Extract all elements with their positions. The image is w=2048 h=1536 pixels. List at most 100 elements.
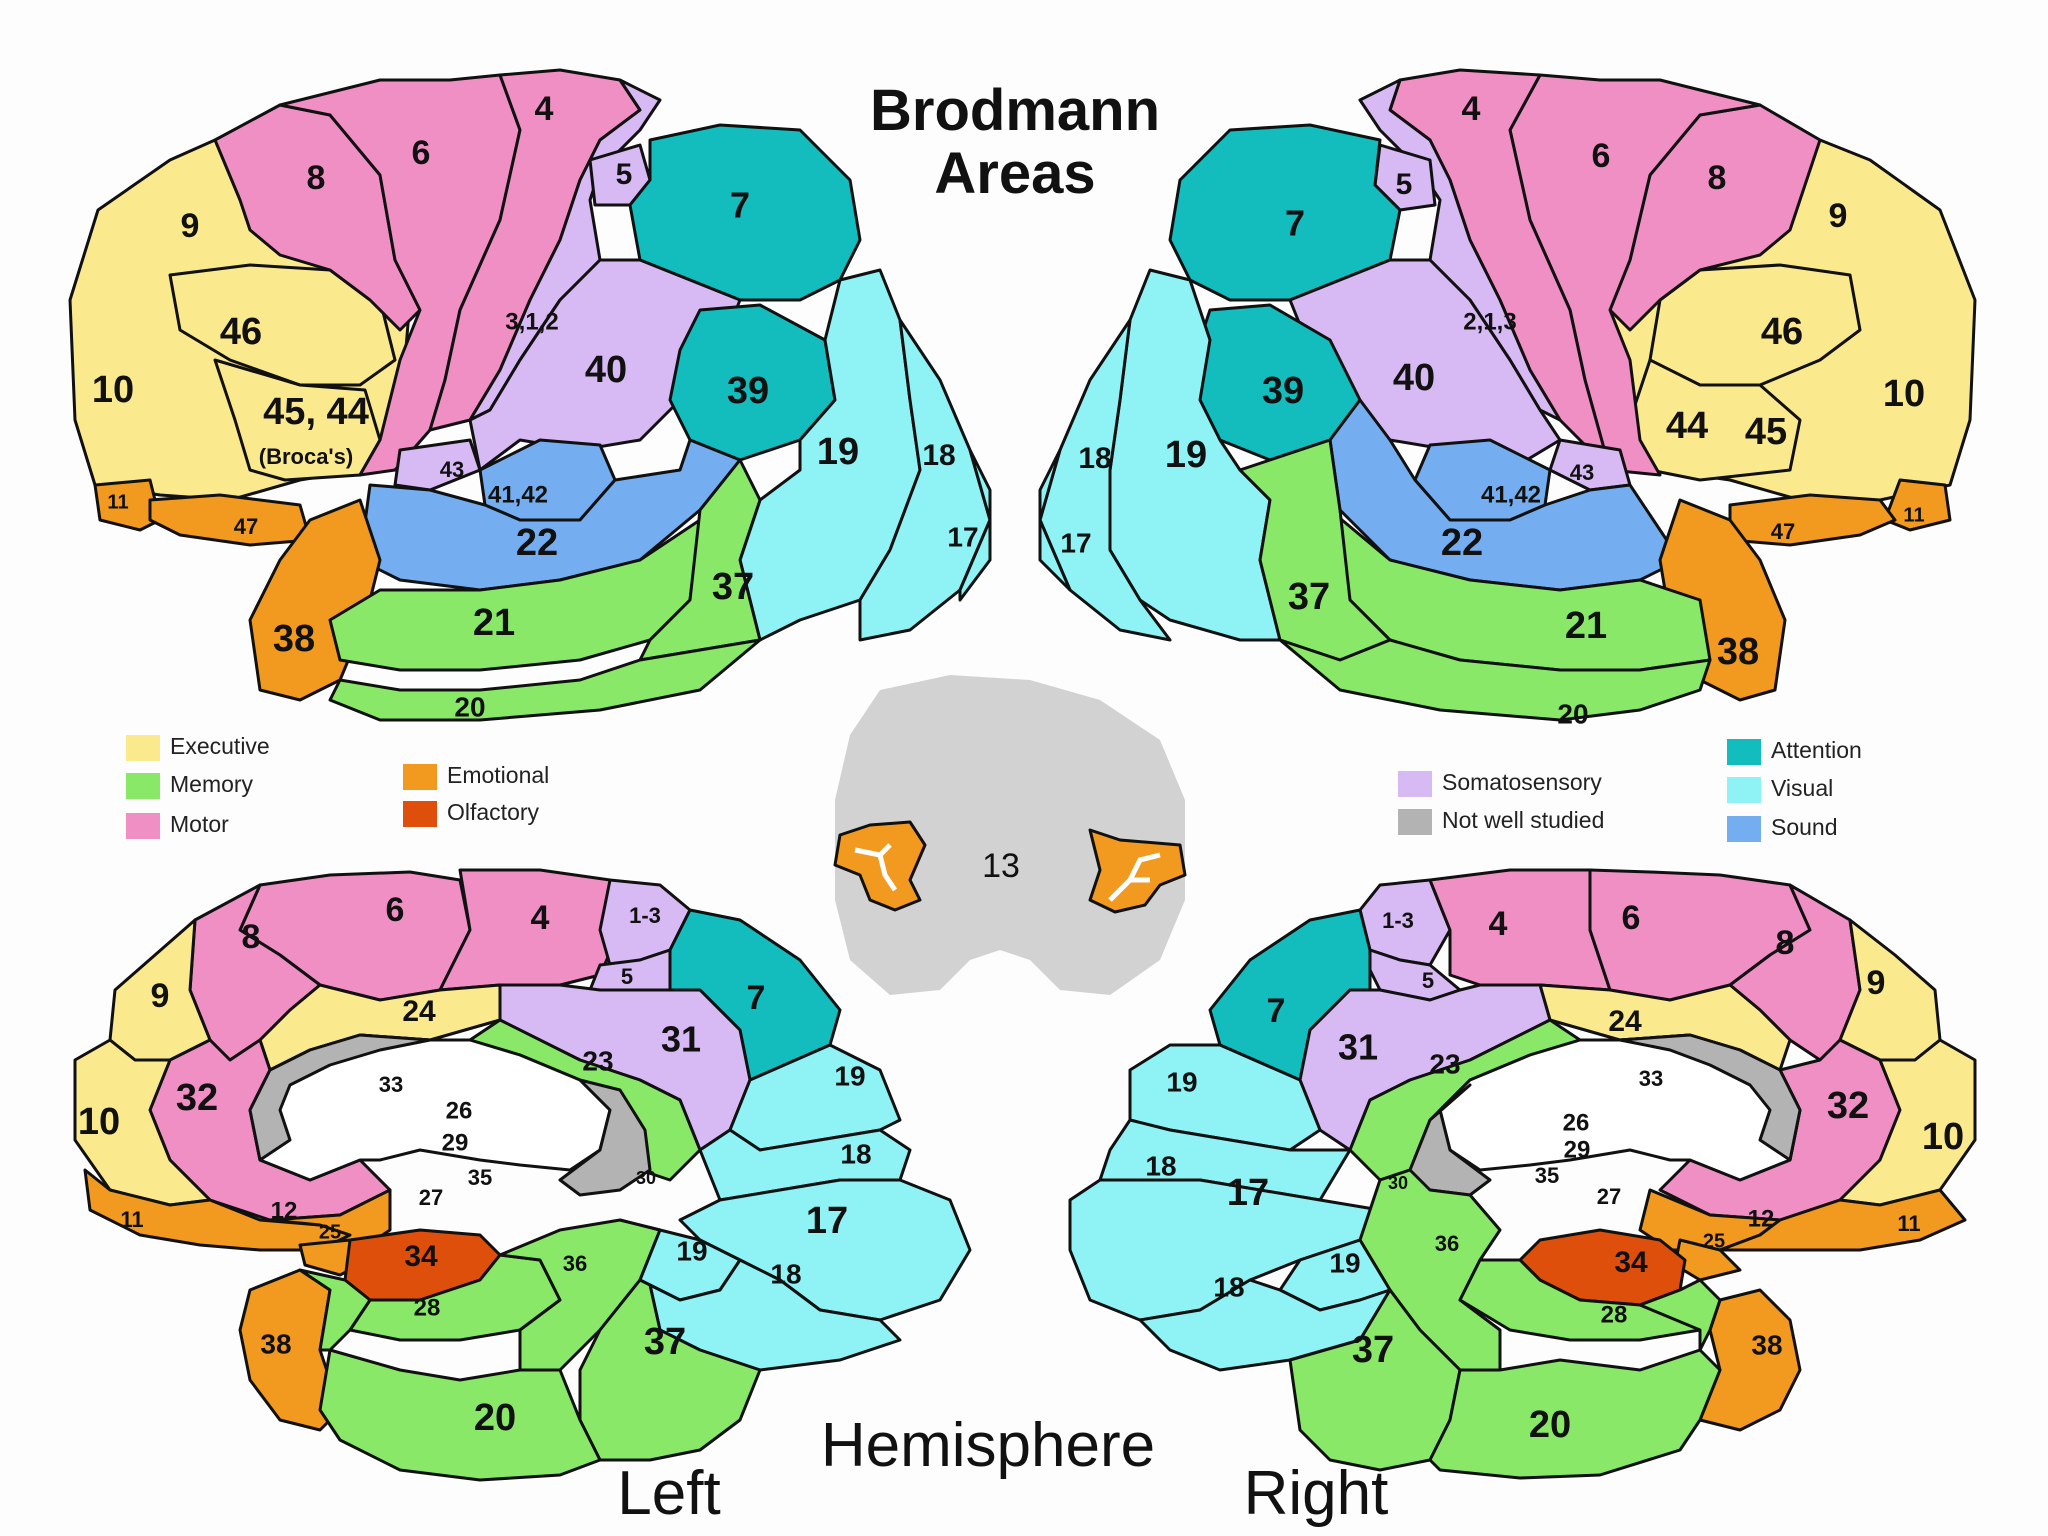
region-22 xyxy=(358,438,742,592)
region-4 xyxy=(1428,868,1612,992)
label-26: 26 xyxy=(446,1097,473,1124)
label-32: 32 xyxy=(1827,1085,1869,1127)
insula-right-orange xyxy=(1088,828,1187,914)
label-30: 30 xyxy=(1388,1173,1408,1193)
label-19: 19 xyxy=(1165,434,1207,476)
title-line2: Areas xyxy=(934,141,1095,206)
label-20: 20 xyxy=(454,691,485,722)
label-21: 21 xyxy=(1565,605,1607,647)
label-10: 10 xyxy=(78,1101,120,1143)
region-20 xyxy=(1278,638,1712,722)
label-44: 44 xyxy=(1666,405,1708,447)
label-9: 9 xyxy=(1867,964,1886,1002)
label-4: 4 xyxy=(531,899,550,937)
label-18: 18 xyxy=(1145,1150,1176,1181)
label-22: 22 xyxy=(516,522,558,564)
label-22: 22 xyxy=(1441,522,1483,564)
label-28: 28 xyxy=(414,1294,441,1321)
label-9: 9 xyxy=(1829,197,1848,235)
label-47: 47 xyxy=(1771,519,1795,544)
region-18b xyxy=(1138,1278,1392,1372)
region-46 xyxy=(1648,263,1862,387)
label-11: 11 xyxy=(1897,1211,1920,1236)
legend-swatch-not_well_studied xyxy=(1398,809,1432,835)
label-7: 7 xyxy=(1267,992,1286,1030)
label-13: 1-3 xyxy=(1382,908,1414,933)
label-4142: 41,42 xyxy=(488,481,548,508)
label-4: 4 xyxy=(1489,905,1508,943)
insula-left-white xyxy=(854,843,898,892)
label-8: 8 xyxy=(1708,159,1727,197)
label-30: 30 xyxy=(636,1168,656,1188)
label-312: 3,1,2 xyxy=(505,308,558,335)
region-20 xyxy=(328,638,762,722)
label-38: 38 xyxy=(273,618,315,660)
label-6: 6 xyxy=(386,891,405,929)
legend-swatch-motor xyxy=(126,813,160,839)
label-5: 5 xyxy=(1396,168,1413,201)
region-43 xyxy=(393,438,482,492)
label-28: 28 xyxy=(1601,1301,1628,1328)
legend-swatch-somatosensory xyxy=(1398,771,1432,797)
region-11 xyxy=(1718,1188,1967,1252)
label-37: 37 xyxy=(1352,1329,1394,1371)
label-5: 5 xyxy=(1422,968,1434,993)
label-17: 17 xyxy=(1227,1172,1269,1214)
label-25: 25 xyxy=(1703,1230,1725,1252)
left-label: Left xyxy=(617,1459,720,1528)
title-line1: Brodmann xyxy=(870,78,1160,143)
label-5: 5 xyxy=(616,158,633,191)
label-36: 36 xyxy=(563,1251,587,1276)
legend-label-olfactory: Olfactory xyxy=(447,799,540,825)
insula-section xyxy=(833,675,1187,995)
label-7: 7 xyxy=(1285,203,1305,244)
legend-swatch-memory xyxy=(126,773,160,799)
label-25: 25 xyxy=(319,1221,341,1243)
label-4142: 41,42 xyxy=(1481,481,1541,508)
label-33: 33 xyxy=(1639,1066,1663,1091)
right-label: Right xyxy=(1244,1459,1389,1528)
region-35-27 xyxy=(1638,1278,1722,1352)
label-18: 18 xyxy=(922,439,955,472)
label-37: 37 xyxy=(1288,576,1330,618)
region-13 xyxy=(835,675,1185,995)
legend: ExecutiveMemoryMotorEmotionalOlfactorySo… xyxy=(126,733,1862,842)
label-11: 11 xyxy=(1903,504,1924,526)
label-brocas: (Broca's) xyxy=(259,444,353,469)
label-6: 6 xyxy=(1592,137,1611,175)
label-27: 27 xyxy=(419,1185,443,1210)
label-6: 6 xyxy=(1622,899,1641,937)
legend-label-memory: Memory xyxy=(170,771,254,797)
legend-swatch-attention xyxy=(1727,739,1761,765)
medial-right-hemisphere xyxy=(1068,868,1977,1480)
label-7: 7 xyxy=(747,979,766,1017)
label-32: 32 xyxy=(176,1077,218,1119)
label-18b: 18 xyxy=(770,1258,801,1289)
label-17: 17 xyxy=(947,521,978,552)
region-39 xyxy=(668,303,837,462)
label-23: 23 xyxy=(1429,1048,1460,1079)
hemisphere-label: Hemisphere xyxy=(821,1411,1155,1480)
label-29: 29 xyxy=(1564,1136,1591,1163)
region-17 xyxy=(958,448,992,602)
label-34: 34 xyxy=(404,1240,438,1273)
region-18 xyxy=(1038,318,1172,642)
legend-label-attention: Attention xyxy=(1771,737,1862,763)
label-24: 24 xyxy=(1608,1005,1642,1038)
region-47 xyxy=(148,493,312,547)
region-24 xyxy=(1538,983,1792,1072)
label-38: 38 xyxy=(1751,1329,1782,1360)
label-40: 40 xyxy=(585,349,627,391)
region-18 xyxy=(858,318,992,642)
label-10: 10 xyxy=(92,369,134,411)
label-12: 12 xyxy=(1748,1205,1775,1232)
lateral-left-hemisphere xyxy=(68,68,992,722)
region-46 xyxy=(168,263,397,387)
region-35-27 xyxy=(298,1268,372,1352)
legend-label-somatosensory: Somatosensory xyxy=(1442,769,1602,795)
legend-swatch-emotional xyxy=(403,764,437,790)
region-17 xyxy=(1038,448,1072,592)
region-11 xyxy=(93,478,162,532)
region-36 xyxy=(498,1218,662,1372)
label-24: 24 xyxy=(402,995,436,1028)
